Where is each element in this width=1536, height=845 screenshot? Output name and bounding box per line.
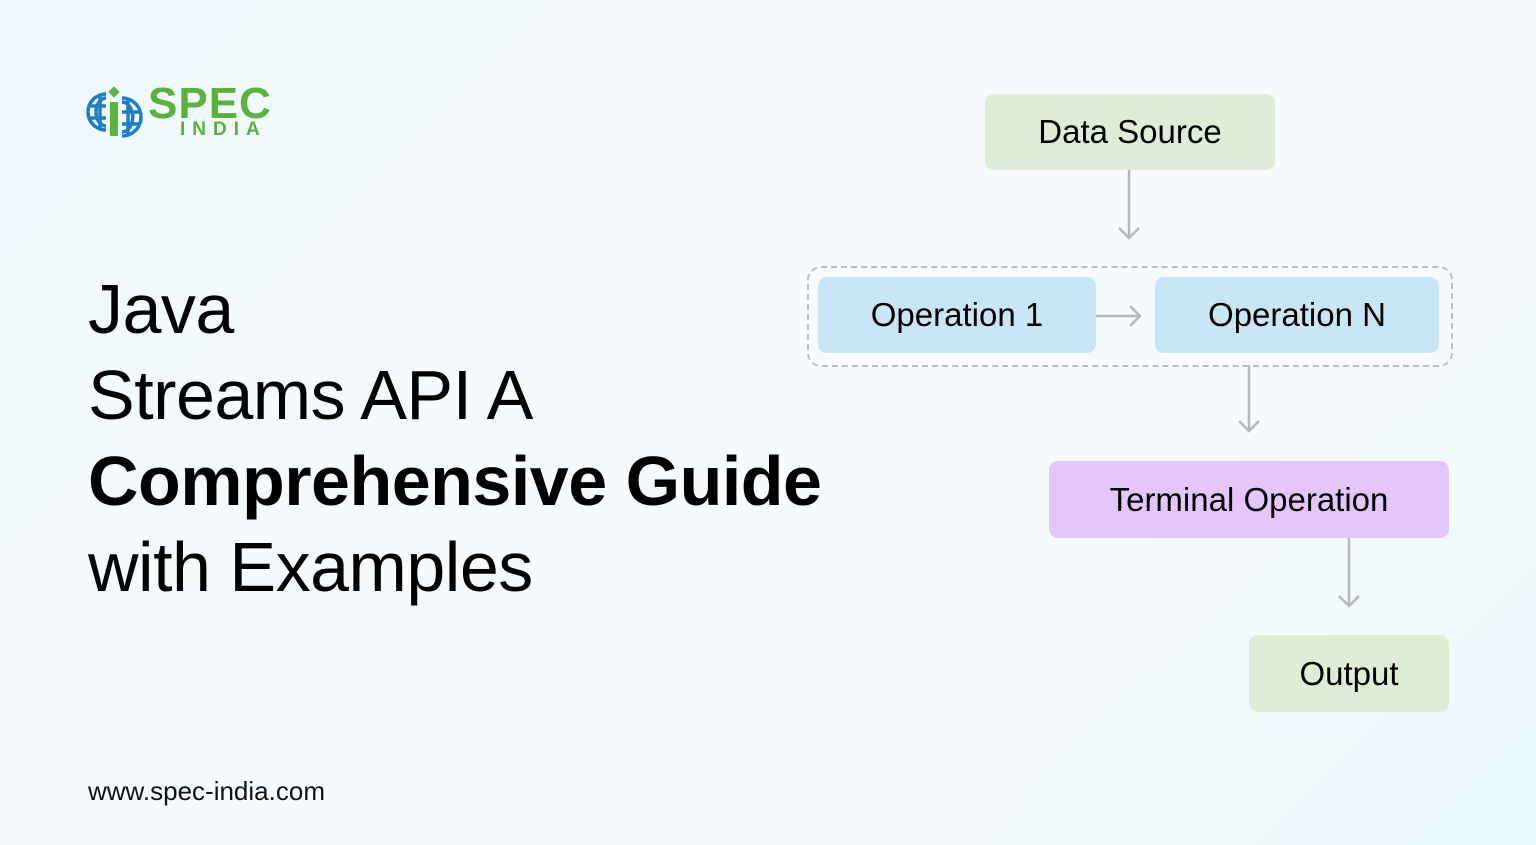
page-title: Java Streams API A Comprehensive Guide w… [88, 266, 822, 610]
intermediate-operations-group [807, 266, 1453, 367]
arrow-down-icon [1238, 365, 1260, 433]
node-label: Operation 1 [870, 296, 1044, 333]
node-operation-n: Operation N [1155, 277, 1439, 353]
title-line-3: Comprehensive Guide [88, 442, 822, 520]
node-label: Operation N [1208, 296, 1386, 333]
node-data-source: Data Source [985, 94, 1275, 170]
logo-wordmark-india: INDIA [180, 119, 267, 140]
arrow-down-icon [1118, 170, 1140, 240]
spec-india-logo: SPEC INDIA [86, 79, 272, 142]
globe-i-icon [86, 86, 143, 138]
arrow-right-icon [1096, 305, 1142, 327]
node-label: Data Source [1038, 113, 1222, 150]
title-line-1: Java [88, 270, 234, 348]
title-line-4: with Examples [88, 528, 533, 606]
node-operation-1: Operation 1 [818, 277, 1096, 353]
node-terminal-operation: Terminal Operation [1049, 461, 1449, 538]
logo-wordmark-spec: SPEC [148, 79, 272, 128]
title-line-2: Streams API A [88, 356, 533, 434]
website-url[interactable]: www.spec-india.com [88, 776, 325, 806]
node-label: Output [1299, 654, 1399, 692]
node-label: Terminal Operation [1109, 480, 1389, 518]
node-output: Output [1249, 635, 1449, 712]
arrow-down-icon [1338, 538, 1360, 608]
